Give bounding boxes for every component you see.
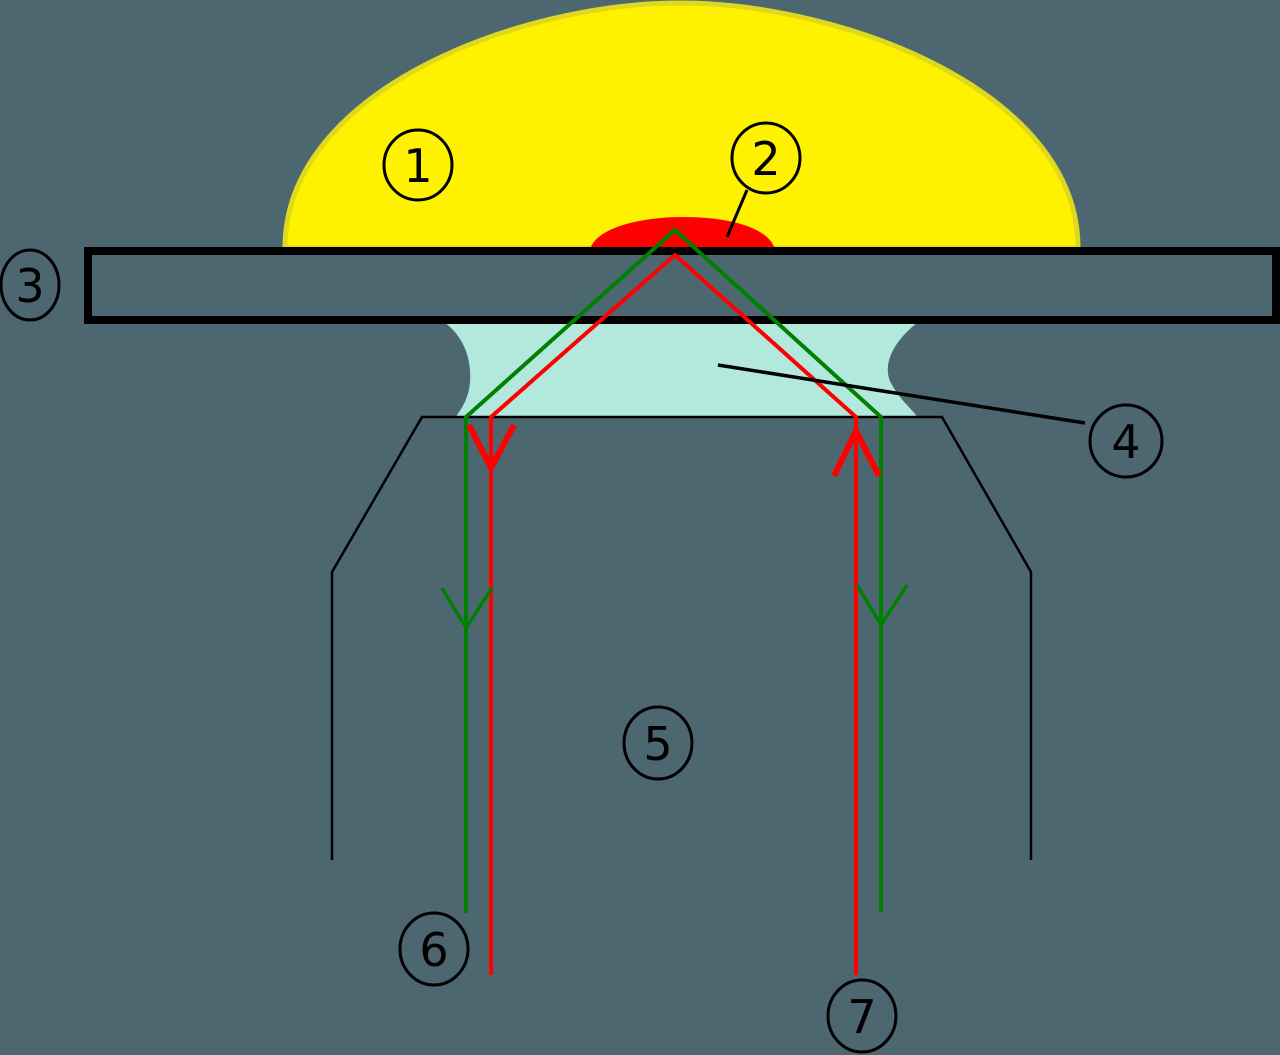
svg-text:2: 2: [751, 132, 780, 186]
label-5: 5: [622, 705, 694, 781]
excitation-arrow-down-right-icon: [855, 584, 909, 629]
evanescent-region: [590, 217, 775, 250]
svg-text:1: 1: [403, 139, 432, 193]
immersion-oil: [445, 323, 918, 418]
leader-line-2: [725, 189, 749, 238]
label-6: 6: [398, 911, 470, 987]
svg-text:5: 5: [643, 717, 672, 771]
specimen: [282, 0, 1081, 251]
objective-outline: [330, 415, 1033, 860]
label-2: 2: [730, 121, 802, 195]
label-3: 3: [0, 248, 61, 322]
svg-text:6: 6: [419, 923, 448, 977]
emission-arrow-down-icon: [466, 423, 517, 475]
label-7: 7: [826, 978, 898, 1054]
emission-beam: [489, 252, 858, 975]
excitation-beam: [464, 227, 883, 913]
label-4: 4: [1088, 403, 1164, 479]
svg-text:7: 7: [847, 990, 876, 1044]
svg-text:3: 3: [15, 259, 44, 313]
emission-arrow-up-icon: [831, 424, 882, 478]
excitation-arrow-down-left-icon: [440, 587, 494, 632]
leader-line-4: [717, 363, 1086, 425]
svg-text:4: 4: [1111, 415, 1140, 469]
label-1: 1: [382, 128, 454, 202]
